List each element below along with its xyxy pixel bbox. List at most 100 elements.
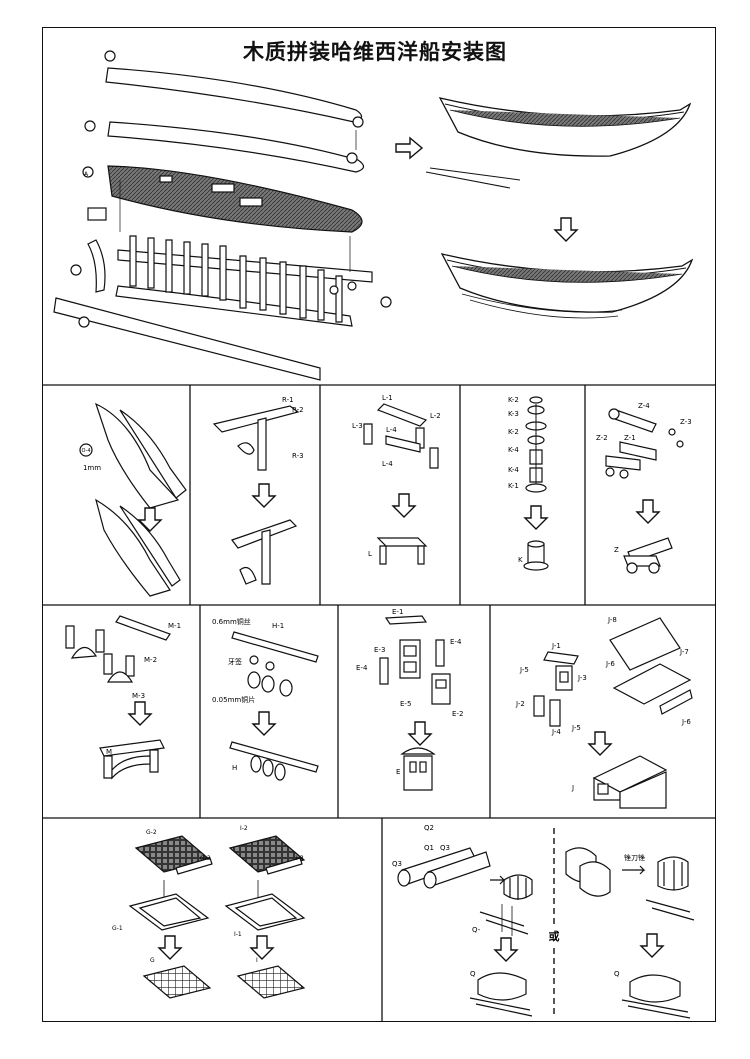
panel-e: [379, 615, 451, 791]
part-label-q: Q-: [472, 926, 481, 934]
part-label-e4b: E-4: [356, 664, 368, 672]
part-label-k4b: K-4: [508, 466, 519, 474]
panel-l: [363, 403, 439, 565]
down-arrow-icon: [588, 731, 612, 756]
down-arrow-icon: [252, 483, 276, 508]
part-label-k2b: K-2: [508, 428, 519, 436]
part-label-q3a: Q3: [392, 860, 402, 868]
grid-lines: [42, 384, 716, 1022]
part-label-z1: Z-1: [624, 434, 636, 442]
panel-m: [65, 615, 171, 780]
down-arrow-icon: [408, 721, 432, 746]
panel-r: [212, 405, 300, 585]
part-label-j5a: J-5: [519, 666, 529, 674]
part-label-k2a: K-2: [508, 396, 519, 404]
part-label-l4: L-4: [386, 426, 397, 434]
part-label-j1: J-1: [551, 642, 561, 650]
outer-frame: [42, 27, 716, 1022]
assembled-hull-top: [425, 97, 691, 189]
part-label-e2: E-2: [452, 710, 463, 718]
part-label-j4: J-4: [551, 728, 561, 736]
page-title: 木质拼装哈维西洋船安装图: [243, 40, 507, 64]
part-label-g3: G-3: [200, 855, 211, 862]
panel-q: [397, 847, 695, 1019]
panel-h: [229, 631, 319, 781]
gear-label: 牙签: [228, 657, 242, 666]
part-label-e3: E-3: [374, 646, 385, 654]
part-label-i1: I-1: [234, 931, 242, 938]
part-label-e4a: E-4: [450, 638, 462, 646]
final-label-h: H: [232, 764, 237, 772]
final-label-j: J: [571, 784, 574, 792]
part-label-j8: J-8: [607, 616, 617, 624]
part-label-q2: Q2: [424, 824, 434, 832]
part-label-l2: L-2: [430, 412, 441, 420]
part-label-l4b: L-4: [382, 460, 393, 468]
exploded-hull: [53, 50, 392, 381]
final-label-g: G: [150, 957, 155, 964]
part-label-i2: I-2: [240, 825, 248, 832]
part-label-l3: L-3: [352, 422, 363, 430]
or-label: 或: [549, 929, 560, 943]
panel-k: [523, 396, 549, 571]
part-label-r3: R-3: [292, 452, 304, 460]
part-label-k4a: K-4: [508, 446, 519, 454]
part-label-j2: J-2: [515, 700, 525, 708]
part-label-e1: E-1: [392, 608, 403, 616]
part-label-j6b: J-6: [681, 718, 691, 726]
final-label-q: Q: [470, 970, 476, 978]
part-label-z4: Z-4: [638, 402, 650, 410]
down-arrow-icon: [494, 937, 518, 962]
right-arrow-icon: [395, 137, 423, 159]
part-label-a: A: [84, 171, 89, 178]
down-arrow-icon: [250, 935, 274, 960]
panel-z: [605, 408, 684, 574]
part-label-q1: Q1: [424, 844, 434, 852]
down-arrow-icon: [252, 711, 276, 736]
down-arrow-icon: [158, 935, 182, 960]
thickness-label: 1mm: [83, 464, 101, 472]
part-label-o4: O-4: [81, 448, 90, 454]
part-label-j5b: J-5: [571, 724, 581, 732]
panel-rudder: [79, 402, 187, 597]
final-label-m: M: [106, 748, 112, 756]
part-label-k1: K-1: [508, 482, 519, 490]
part-label-m3: M-3: [132, 692, 145, 700]
final-label-z: Z: [614, 546, 619, 554]
part-label-g1: G-1: [112, 925, 123, 932]
part-label-e5: E-5: [400, 700, 411, 708]
part-label-z3: Z-3: [680, 418, 692, 426]
down-arrow-icon: [128, 701, 152, 726]
final-label-e: E: [396, 768, 400, 776]
part-label-m1: M-1: [168, 622, 181, 630]
part-label-j7: J-7: [679, 648, 689, 656]
part-label-g2: G-2: [146, 829, 157, 836]
panel-gi: [128, 835, 306, 999]
part-label-q3b: Q3: [440, 844, 450, 852]
part-label-r2: R-2: [292, 406, 304, 414]
final-label-l: L: [368, 550, 372, 558]
part-label-h1: H-1: [272, 622, 284, 630]
part-label-k3: K-3: [508, 410, 519, 418]
wire-label: 0.6mm铜丝: [212, 617, 251, 626]
part-label-r1: R-1: [282, 396, 294, 404]
or-label-bg: [546, 926, 562, 944]
sheet-label: 0.05mm铜片: [212, 695, 255, 704]
part-label-j3: J-3: [577, 674, 587, 682]
down-arrow-icon: [524, 505, 548, 530]
down-arrow-icon: [554, 217, 578, 242]
part-label-m2: M-2: [144, 656, 157, 664]
q-arrows: [490, 865, 646, 885]
part-label-j6a: J-6: [605, 660, 615, 668]
down-arrow-icon: [640, 933, 664, 958]
part-label-l1: L-1: [382, 394, 393, 402]
part-label-z2: Z-2: [596, 434, 608, 442]
part-label-i3: I-3: [296, 855, 304, 862]
panel-j: [533, 617, 693, 809]
down-arrow-icon: [392, 493, 416, 518]
final-label-q2: Q: [614, 970, 620, 978]
final-label-i: I: [256, 957, 258, 964]
down-arrow-icon: [636, 499, 660, 524]
